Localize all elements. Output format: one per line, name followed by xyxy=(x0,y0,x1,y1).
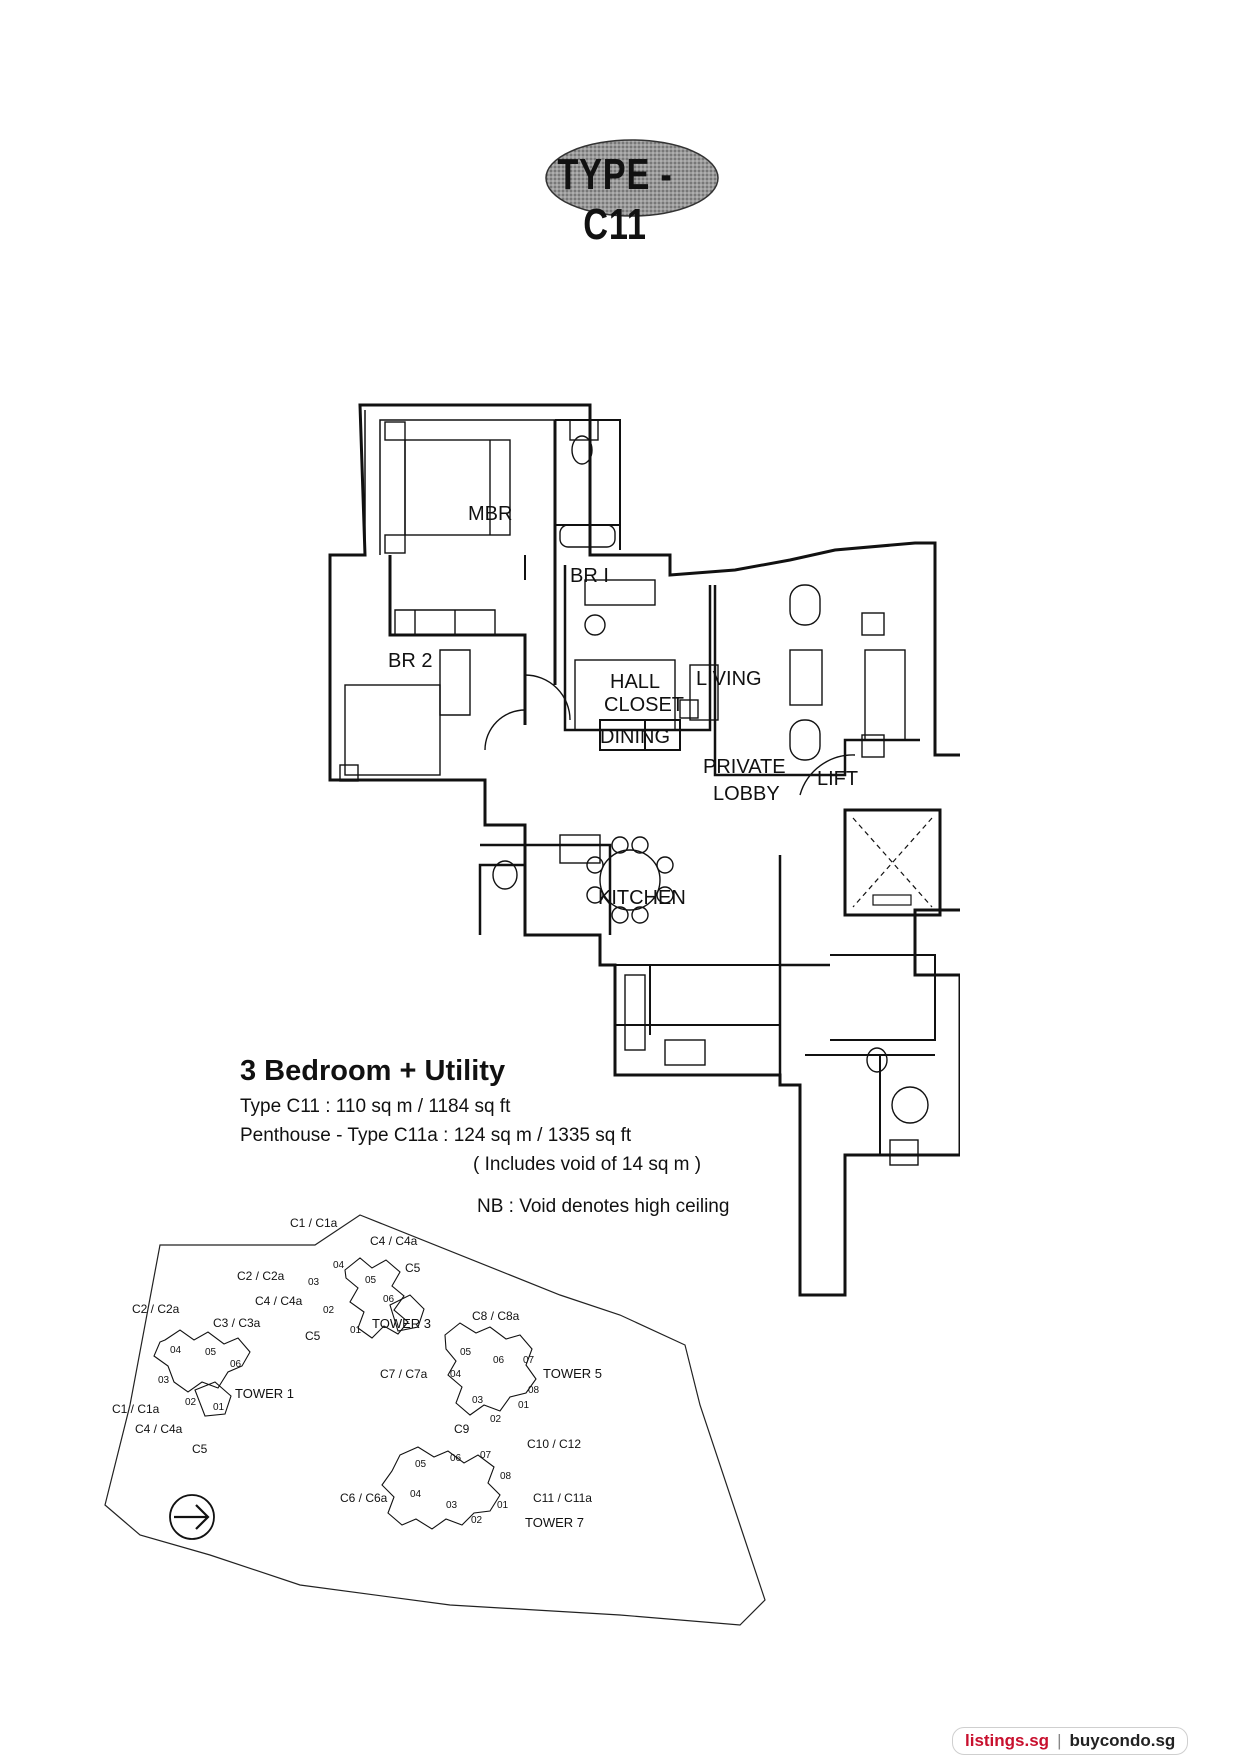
unit-number: 04 xyxy=(410,1489,422,1500)
unit-number: 06 xyxy=(230,1359,242,1370)
unit-number: 01 xyxy=(213,1402,225,1413)
unit-area-penthouse: Penthouse - Type C11a : 124 sq m / 1335 … xyxy=(240,1125,632,1146)
label-private: PRIVATE xyxy=(703,756,786,778)
unit-number: 05 xyxy=(205,1347,217,1358)
unit-number: 02 xyxy=(323,1305,335,1316)
unit-number: 06 xyxy=(383,1294,395,1305)
unit-number: 06 xyxy=(493,1355,505,1366)
site-label: C4 / C4a xyxy=(255,1294,303,1308)
label-br1: BR I xyxy=(570,565,609,587)
unit-number: 01 xyxy=(518,1400,530,1411)
label-dining: DINING xyxy=(600,726,670,748)
title-badge xyxy=(510,130,720,220)
north-arrow-icon xyxy=(169,1494,215,1540)
site-label: C3 / C3a xyxy=(213,1316,261,1330)
tower-3-footprint xyxy=(344,1257,425,1339)
unit-number: 01 xyxy=(497,1500,509,1511)
floor-plan-furniture xyxy=(339,419,929,1166)
void-note: ( Includes void of 14 sq m ) xyxy=(473,1154,702,1175)
nb-note: NB : Void denotes high ceiling xyxy=(477,1196,730,1217)
tower-5-footprint xyxy=(444,1322,537,1416)
site-label: C5 xyxy=(305,1329,321,1343)
tower-label: TOWER 3 xyxy=(372,1316,431,1331)
unit-number: 07 xyxy=(523,1355,535,1366)
site-plan: C1 / C1a C4 / C4a C5 C2 / C2a C4 / C4a C… xyxy=(104,1214,766,1626)
site-label: C6 / C6a xyxy=(340,1491,388,1505)
unit-number: 08 xyxy=(500,1471,512,1482)
label-kitchen: KITCHEN xyxy=(598,887,686,909)
site-label: C5 xyxy=(192,1442,208,1456)
label-lift: LIFT xyxy=(817,768,858,790)
unit-info: 3 Bedroom + Utility Type C11 : 110 sq m … xyxy=(240,1055,800,1225)
site-label: C2 / C2a xyxy=(237,1269,285,1283)
page-title: TYPE - C11 xyxy=(557,150,673,249)
unit-number: 03 xyxy=(472,1395,484,1406)
label-mbr: MBR xyxy=(468,503,512,525)
site-label: C11 / C11a xyxy=(533,1491,592,1505)
unit-number: 02 xyxy=(185,1397,197,1408)
unit-number: 05 xyxy=(365,1275,377,1286)
site-boundary xyxy=(104,1214,766,1626)
footer-separator: | xyxy=(1057,1731,1062,1750)
site-label: C9 xyxy=(454,1422,470,1436)
unit-number: 05 xyxy=(460,1347,472,1358)
floor-plan: MBR BR I BR 2 LIVING HALL CLOSET DINING … xyxy=(328,403,960,1297)
label-hall: HALL xyxy=(610,671,660,693)
unit-number: 07 xyxy=(480,1450,492,1461)
footer-brand-buycondo: buycondo.sg xyxy=(1069,1731,1176,1750)
tower-label: TOWER 7 xyxy=(525,1515,584,1530)
site-label: C1 / C1a xyxy=(112,1402,160,1416)
footer-brand-listings: listings.sg xyxy=(965,1731,1050,1750)
site-label: C4 / C4a xyxy=(370,1234,418,1248)
unit-number: 06 xyxy=(450,1453,462,1464)
label-closet: CLOSET xyxy=(604,694,684,716)
label-living: LIVING xyxy=(696,668,762,690)
tower-label: TOWER 5 xyxy=(543,1366,602,1381)
label-br2: BR 2 xyxy=(388,650,432,672)
title-ellipse xyxy=(545,139,719,217)
unit-number: 03 xyxy=(158,1375,170,1386)
site-label: C2 / C2a xyxy=(132,1302,180,1316)
site-label: C5 xyxy=(405,1261,421,1275)
unit-number: 04 xyxy=(450,1369,462,1380)
tower-label: TOWER 1 xyxy=(235,1386,294,1401)
unit-number: 03 xyxy=(446,1500,458,1511)
unit-area-c11: Type C11 : 110 sq m / 1184 sq ft xyxy=(240,1096,511,1117)
unit-number: 08 xyxy=(528,1385,540,1396)
site-label: C8 / C8a xyxy=(472,1309,520,1323)
unit-number: 01 xyxy=(350,1325,362,1336)
unit-number: 05 xyxy=(415,1459,427,1470)
unit-heading: 3 Bedroom + Utility xyxy=(240,1055,506,1087)
unit-number: 03 xyxy=(308,1277,320,1288)
site-label: C7 / C7a xyxy=(380,1367,428,1381)
footer-watermark: listings.sg | buycondo.sg xyxy=(952,1727,1189,1755)
tower-7-footprint xyxy=(381,1446,501,1530)
unit-number: 02 xyxy=(490,1414,502,1425)
unit-number: 04 xyxy=(333,1260,345,1271)
unit-number: 04 xyxy=(170,1345,182,1356)
tower-1-footprint xyxy=(153,1329,251,1417)
site-label: C10 / C12 xyxy=(527,1437,581,1451)
unit-number: 02 xyxy=(471,1515,483,1526)
label-lobby: LOBBY xyxy=(713,783,780,805)
site-label: C4 / C4a xyxy=(135,1422,183,1436)
site-label: C1 / C1a xyxy=(290,1216,338,1230)
